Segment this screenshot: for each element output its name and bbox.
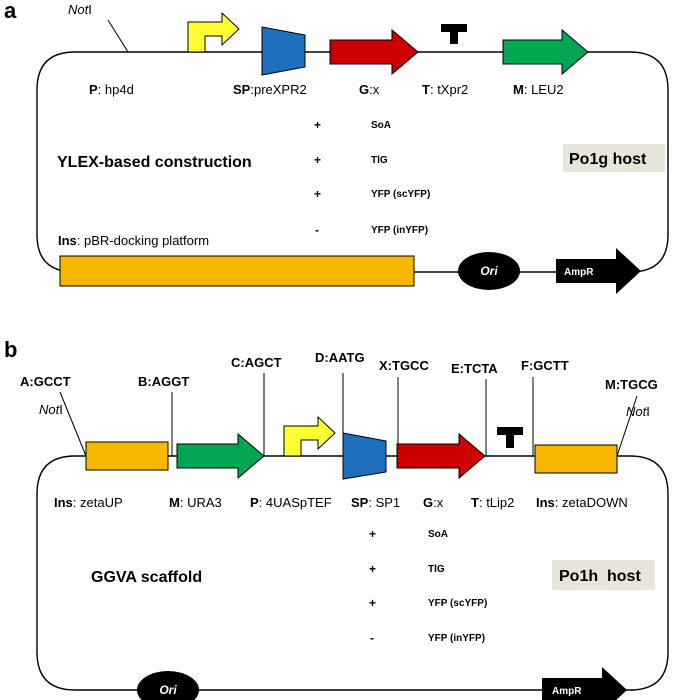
label-signal-peptide-a: SP:preXPR2 — [233, 82, 307, 97]
option-sign-a-2: + — [314, 153, 321, 167]
option-label-a-3: YFP (scYFP) — [371, 189, 430, 200]
site-label-e: E:TCTA — [451, 361, 498, 376]
site-label-x: X:TGCC — [379, 358, 429, 373]
gene-arrow-a — [329, 28, 419, 76]
terminator-b-icon — [497, 427, 523, 448]
option-label-b-2: TlG — [428, 564, 445, 575]
noti-site-a-label: NotI — [68, 2, 92, 17]
option-label-b-1: SoA — [428, 529, 448, 540]
option-label-a-2: TlG — [371, 155, 388, 166]
ampr-arrow-b — [542, 667, 627, 700]
label-terminator-a: T: tXpr2 — [422, 82, 468, 97]
host-label-a: Po1g host — [569, 151, 647, 168]
promoter-arrow-b — [283, 415, 336, 457]
label-promoter-b: P: 4UASpTEF — [250, 495, 332, 510]
plasmid-b-backbone — [36, 455, 669, 691]
ori-a-label: Ori — [480, 264, 498, 278]
noti-site-a-line — [107, 19, 129, 53]
label-gene-a: G:x — [359, 82, 380, 97]
noti-site-b-left: NotI — [39, 402, 63, 417]
panel-b: b A:GCCT B:AGGT C:AGCT D:AATG X:TGCC E:T… — [4, 337, 669, 700]
label-marker-a: M: LEU2 — [513, 82, 564, 97]
site-line-a — [59, 391, 87, 457]
option-sign-a-3: + — [314, 187, 321, 201]
host-label-b: Po1h host — [559, 568, 641, 585]
marker-arrow-a — [502, 28, 589, 76]
site-label-b: B:AGGT — [138, 374, 189, 389]
host-box-a — [563, 144, 665, 172]
option-label-b-4: YFP (inYFP) — [428, 633, 485, 644]
option-label-b-3: YFP (scYFP) — [428, 598, 487, 609]
label-promoter-a: P: hp4d — [89, 82, 134, 97]
panel-a-letter: a — [4, 0, 17, 23]
ampr-a-label: AmpR — [564, 267, 594, 278]
construction-label-a: YLEX-based construction — [57, 154, 252, 171]
host-box-b — [552, 560, 655, 590]
label-insert-a: Ins: pBR-docking platform — [58, 233, 209, 248]
option-label-a-4: YFP (inYFP) — [371, 225, 428, 236]
option-sign-b-3: + — [369, 596, 376, 610]
label-gene-b: G:x — [423, 495, 444, 510]
ampr-arrow-a — [556, 248, 641, 294]
option-sign-b-2: + — [369, 562, 376, 576]
site-label-f: F:GCTT — [521, 358, 569, 373]
label-insert-up-b: Ins: zetaUP — [54, 495, 123, 510]
ori-b-label: Ori — [159, 683, 177, 697]
option-sign-b-4: - — [370, 631, 374, 645]
ori-b — [137, 671, 199, 700]
label-terminator-b: T: tLip2 — [471, 495, 514, 510]
construction-label-b: GGVA scaffold — [91, 569, 202, 586]
noti-site-b-right: NotI — [626, 404, 650, 419]
site-label-c: C:AGCT — [231, 355, 282, 370]
gene-arrow-b — [396, 432, 486, 480]
option-sign-b-1: + — [369, 527, 376, 541]
ampr-b-label: AmpR — [552, 686, 582, 697]
label-marker-b: M: URA3 — [169, 495, 222, 510]
insert-bar-a — [59, 255, 415, 287]
label-signal-peptide-b: SP: SP1 — [351, 495, 400, 510]
site-label-a: A:GCCT — [20, 374, 71, 389]
signal-peptide-b — [342, 432, 387, 480]
marker-arrow-b — [176, 432, 265, 480]
panel-b-letter: b — [4, 337, 17, 362]
promoter-arrow-a — [187, 11, 240, 53]
insert-down-b — [534, 444, 618, 474]
terminator-a-icon — [441, 24, 467, 44]
option-sign-a-4: - — [315, 223, 319, 237]
option-label-a-1: SoA — [371, 120, 391, 131]
ori-a — [458, 252, 520, 290]
option-sign-a-1: + — [314, 118, 321, 132]
panel-a: a NotI P: hp4d SP:preXPR2 G:x T: tXpr2 M… — [4, 0, 669, 294]
site-label-m: M:TGCG — [605, 377, 658, 392]
signal-peptide-a — [261, 26, 306, 76]
site-line-m — [616, 395, 638, 457]
label-insert-down-b: Ins: zetaDOWN — [536, 495, 628, 510]
insert-up-b — [85, 441, 169, 471]
site-label-d: D:AATG — [315, 350, 365, 365]
